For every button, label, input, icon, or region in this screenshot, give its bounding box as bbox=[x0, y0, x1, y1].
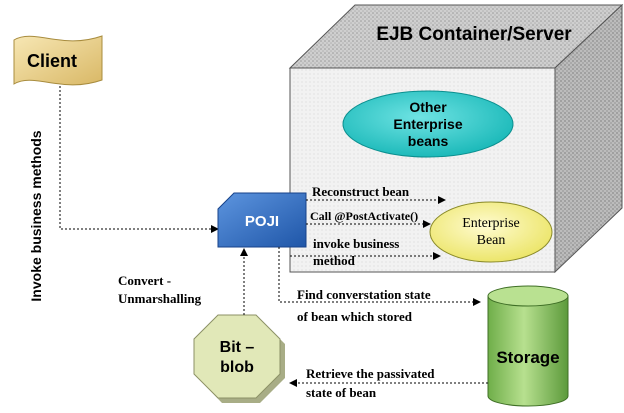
other-enterprise-beans: Other Enterprise beans bbox=[342, 90, 514, 158]
client-banner-shape bbox=[13, 35, 103, 86]
client-node: Client bbox=[13, 35, 103, 86]
bitblob-node: Bit – blob bbox=[193, 314, 285, 403]
reconstruct-label: Reconstruct bean bbox=[312, 184, 410, 199]
find-state-label-line1: Find converstation state bbox=[297, 287, 431, 302]
other-beans-line1: Other bbox=[409, 99, 447, 115]
invoke-business-methods-label: Invoke business methods bbox=[28, 130, 44, 301]
find-state-label-line2: of bean which stored bbox=[297, 309, 413, 324]
convert-label-line1: Convert - bbox=[118, 273, 171, 288]
enterprise-bean-ellipse bbox=[429, 201, 553, 263]
retrieve-state-label-line2: state of bean bbox=[306, 385, 377, 400]
other-beans-line3: beans bbox=[408, 133, 449, 149]
retrieve-state-label-line1: Retrieve the passivated bbox=[306, 366, 435, 381]
other-beans-ellipse bbox=[342, 90, 514, 158]
storage-label: Storage bbox=[496, 348, 559, 367]
enterprise-bean-line2: Bean bbox=[477, 233, 506, 248]
enterprise-bean: Enterprise Bean bbox=[429, 201, 553, 263]
storage-cylinder-top bbox=[487, 285, 569, 307]
poji-label: POJI bbox=[245, 213, 279, 230]
invoke-method-label-line1: invoke business bbox=[313, 236, 399, 251]
post-activate-label: Call @PostActivate() bbox=[310, 209, 418, 223]
poji-node: POJI bbox=[217, 192, 307, 248]
storage-node: Storage bbox=[487, 285, 569, 407]
storage-cylinder-body bbox=[487, 295, 569, 407]
bitblob-octagon bbox=[193, 314, 281, 399]
client-label: Client bbox=[27, 51, 77, 71]
other-beans-line2: Enterprise bbox=[393, 116, 462, 132]
invoke-method-label-line2: method bbox=[313, 253, 356, 268]
container-title: EJB Container/Server bbox=[376, 24, 572, 45]
bitblob-line2: blob bbox=[220, 359, 254, 376]
poji-bean-arrows: Reconstruct bean Call @PostActivate() in… bbox=[290, 184, 446, 268]
find-state-arrow bbox=[278, 247, 481, 306]
poji-box bbox=[217, 192, 307, 248]
bitblob-line1: Bit – bbox=[220, 339, 255, 356]
enterprise-bean-line1: Enterprise bbox=[462, 216, 520, 231]
client-to-poji-arrow bbox=[59, 86, 219, 233]
convert-label-line2: Unmarshalling bbox=[118, 291, 202, 306]
